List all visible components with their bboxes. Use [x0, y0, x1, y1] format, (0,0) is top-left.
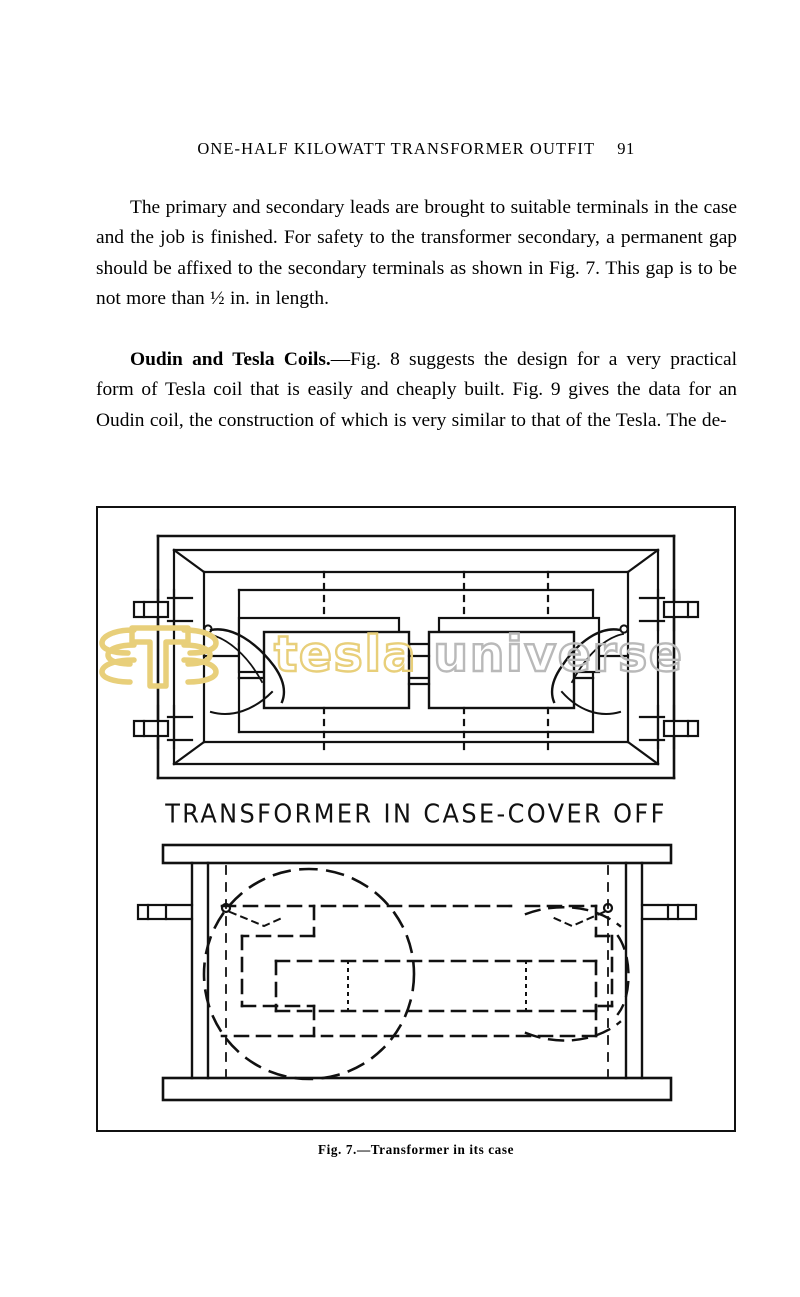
- terminal-lead-hidden: [228, 910, 606, 928]
- figure-border: [96, 506, 736, 1132]
- figure-caption-number: Fig. 7.: [317, 1142, 357, 1157]
- paragraph-primary-secondary-leads: The primary and secondary leads are brou…: [96, 193, 737, 314]
- hidden-line-dashes-top: [322, 570, 550, 620]
- running-head: ONE-HALF KILOWATT TRANSFORMER OUTFIT 91: [96, 139, 736, 163]
- hidden-line-dashes-bottom: [322, 706, 550, 758]
- case-top-flange: [161, 843, 673, 865]
- transformer-outline-hidden: [220, 904, 614, 1038]
- coil-circle-hidden-left: [202, 867, 416, 1081]
- lead-wire-left-upper: [209, 628, 286, 704]
- terminal-right-elevation: [640, 903, 698, 921]
- case-bottom-flange: [161, 1076, 673, 1102]
- paragraph-1-text: The primary and secondary leads are brou…: [96, 197, 737, 309]
- lower-view-group: [136, 843, 698, 1102]
- coil-arcs-hidden-right: [524, 906, 630, 1042]
- paragraph-2-run-in-heading: Oudin and Tesla Coils.: [130, 349, 331, 370]
- lead-wire-right-upper: [550, 628, 622, 704]
- figure-caption-text: —Transformer in its case: [356, 1142, 515, 1157]
- lead-wire-left-lower: [209, 690, 274, 715]
- terminal-right-lower: [638, 715, 700, 742]
- terminal-left-elevation: [136, 903, 194, 921]
- inner-wall-hidden-lines: [225, 865, 609, 1077]
- terminal-left-lower: [132, 715, 194, 742]
- page-number: 91: [617, 139, 635, 158]
- core-outline-hidden: [274, 959, 598, 1013]
- terminal-left-upper: [132, 596, 194, 623]
- core-division-dotted: [347, 960, 527, 1012]
- running-head-title: ONE-HALF KILOWATT TRANSFORMER OUTFIT: [197, 139, 596, 158]
- paragraph-oudin-and-tesla-coils: Oudin and Tesla Coils.—Fig. 8 suggests t…: [96, 345, 737, 436]
- figure-7-plate: TRANSFORMER IN CASE-COVER OFF te: [96, 506, 736, 1132]
- upper-view-group: [132, 534, 700, 780]
- paragraph-2-text: —Fig. 8 suggests the design for a very p…: [96, 349, 737, 431]
- lead-wire-right-lower: [560, 690, 622, 715]
- lead-wire-right-upper-inner: [570, 632, 625, 684]
- plate-label-transformer-in-case-cover-off: TRANSFORMER IN CASE-COVER OFF: [165, 799, 667, 829]
- terminal-right-upper: [638, 596, 700, 623]
- figure-7-caption: Fig. 7.—Transformer in its case: [96, 1142, 736, 1158]
